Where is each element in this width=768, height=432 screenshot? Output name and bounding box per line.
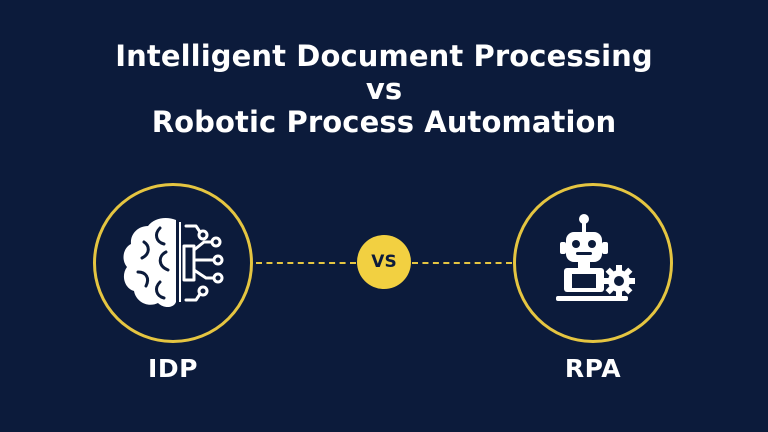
idp-circle xyxy=(93,183,253,343)
rpa-label: RPA xyxy=(564,354,622,383)
idp-label: IDP xyxy=(148,354,198,383)
brain-circuit-icon xyxy=(123,218,224,308)
page-title: Intelligent Document Processing vs Robot… xyxy=(0,40,768,139)
dashed-connector-left xyxy=(256,262,356,264)
robot-gear-icon xyxy=(556,214,635,301)
title-line-2: vs xyxy=(365,72,403,106)
vs-badge: VS xyxy=(357,235,411,289)
title-line-3: Robotic Process Automation xyxy=(151,105,617,139)
dashed-connector-right xyxy=(412,262,512,264)
title-line-1: Intelligent Document Processing xyxy=(115,39,653,73)
rpa-circle xyxy=(513,183,673,343)
